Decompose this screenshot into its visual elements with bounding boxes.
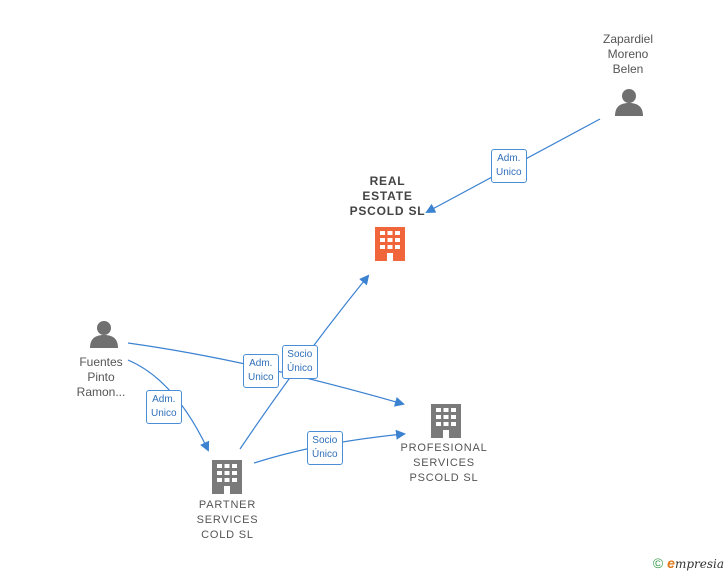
edge-label-line: Único (287, 363, 313, 374)
brand-name: mpresia (674, 557, 724, 571)
edge-label-line: Adm. (152, 394, 176, 405)
label-line: PSCOLD SL (349, 204, 426, 218)
person-icon-zapardiel[interactable] (615, 89, 643, 116)
node-label-zapardiel[interactable]: Zapardiel Moreno Belen (589, 32, 667, 77)
label-line: ESTATE (362, 189, 413, 203)
edge-label-line: Socio (312, 435, 338, 446)
edge-label-partner-real-estate[interactable]: Socio Único (282, 345, 318, 379)
label-line: Pinto (87, 370, 115, 384)
node-label-profesional[interactable]: PROFESIONAL SERVICES PSCOLD SL (392, 441, 496, 486)
edge-label-zapardiel-real-estate[interactable]: Adm. Unico (491, 149, 527, 183)
edge-label-line: Socio (287, 349, 313, 360)
edge-label-line: Adm. (497, 153, 521, 164)
label-line: PROFESIONAL (400, 442, 488, 454)
brand-logo[interactable]: ©empresia (653, 555, 724, 571)
edge-label-line: Unico (496, 167, 522, 178)
edge-label-line: Unico (248, 372, 274, 383)
label-line: Moreno (607, 47, 649, 61)
label-line: SERVICES (413, 457, 475, 469)
label-line: Zapardiel (602, 32, 654, 46)
edge-label-line: Unico (151, 408, 177, 419)
edge-label-line: Adm. (249, 358, 273, 369)
node-label-real-estate[interactable]: REAL ESTATE PSCOLD SL (340, 174, 435, 219)
building-icon-partner[interactable] (212, 460, 242, 494)
label-line: Fuentes (79, 355, 123, 369)
edge-label-partner-profesional[interactable]: Socio Único (307, 431, 343, 465)
building-icon-real-estate[interactable] (375, 227, 405, 261)
label-line: REAL (369, 174, 406, 188)
label-line: PARTNER (198, 499, 257, 511)
person-icon-fuentes[interactable] (90, 321, 118, 348)
building-icon-profesional[interactable] (431, 404, 461, 438)
brand-initial: e (667, 555, 675, 571)
edge-label-line: Único (312, 449, 338, 460)
label-line: COLD SL (201, 529, 254, 541)
label-line: Belen (612, 62, 644, 76)
label-line: Ramon... (76, 385, 126, 399)
node-label-fuentes[interactable]: Fuentes Pinto Ramon... (62, 355, 140, 400)
edge-label-fuentes-profesional[interactable]: Adm. Unico (243, 354, 279, 388)
edge-label-fuentes-partner[interactable]: Adm. Unico (146, 390, 182, 424)
edges (127, 118, 601, 464)
label-line: SERVICES (196, 514, 259, 526)
node-label-partner[interactable]: PARTNER SERVICES COLD SL (180, 498, 275, 543)
label-line: PSCOLD SL (409, 472, 479, 484)
copyright-icon: © (652, 555, 664, 571)
